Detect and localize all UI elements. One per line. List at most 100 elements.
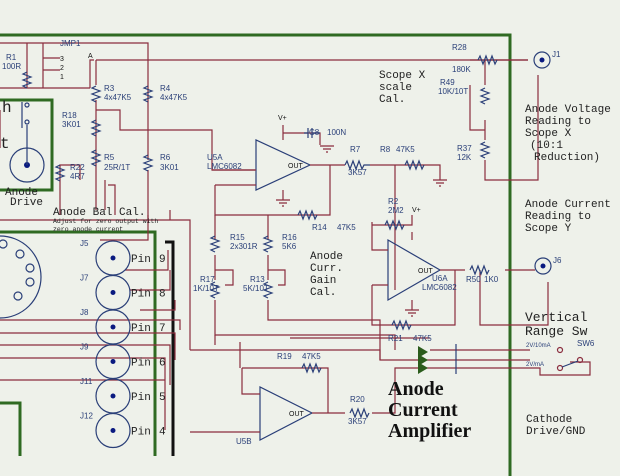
board-outline-top	[0, 33, 512, 476]
label-r16-ref: R16	[282, 233, 297, 242]
label-r4-ref: R4	[160, 84, 171, 93]
note-gain-cal: Cal.	[310, 287, 336, 299]
resistor-r6	[142, 154, 154, 172]
note-scope-x: scale	[379, 82, 412, 94]
label-r17-ref: R17	[200, 275, 215, 284]
label-r19-value: 47K5	[302, 352, 321, 361]
connector-dot-icon	[110, 324, 116, 330]
label-r3-value: 4x47K5	[104, 93, 132, 102]
note-cathode: Drive/GND	[526, 426, 586, 438]
resistor-r22	[54, 164, 66, 182]
label-jmp1: JMP1	[60, 39, 81, 48]
diagram-title-line1: Anode	[388, 378, 444, 400]
label-j6: J6	[553, 256, 562, 265]
bnc-anode-drive-icon	[9, 102, 45, 183]
label-r18-ref: R18	[62, 111, 77, 120]
connector-label: Pin	[131, 392, 151, 404]
label-r8-value: 47K5	[396, 145, 415, 154]
board-outline-anode-drive	[0, 98, 54, 192]
ground-icon	[433, 179, 447, 187]
resistor-r3	[90, 85, 102, 103]
note-bal-cal-sub: zero anode current	[53, 226, 123, 233]
connector-pin-number: 5	[159, 392, 166, 404]
connector-label: Pin	[131, 323, 151, 335]
resistor-r28	[477, 54, 498, 66]
label-u6a-part: LMC6082	[422, 283, 457, 292]
connector-dot-icon	[110, 255, 116, 261]
connector-pin-number: 6	[159, 358, 166, 370]
note-bal-cal-sub: Adjust for zero output with	[53, 218, 158, 225]
connector-dot-icon	[110, 359, 116, 364]
resistor-r1	[21, 71, 33, 89]
label-r5-ref: R5	[104, 153, 115, 162]
label-vplus-u5a: V+	[278, 115, 287, 122]
note-gain-cal: Curr.	[310, 263, 343, 275]
resistor-r5	[90, 149, 102, 167]
connector-ref: J12	[80, 412, 93, 421]
diagram-title-line3: Amplifier	[388, 420, 471, 442]
label-r22-ref: R22	[70, 163, 85, 172]
jmp1-pin-1: 1	[60, 74, 64, 81]
label-r17-value: 1K/10T	[193, 284, 219, 293]
label-r50-ref: R50	[466, 275, 481, 284]
label-sw6: SW6	[577, 339, 595, 348]
label-r1-value: 100R	[2, 62, 21, 71]
resistor-r20	[349, 407, 370, 419]
connector-label: Pin	[131, 254, 151, 266]
ground-icon	[405, 309, 419, 317]
label-r15-value: 2x301R	[230, 242, 258, 251]
section-divider	[165, 240, 175, 456]
note-partial: t	[0, 135, 10, 153]
label-r2-value: 2M2	[388, 206, 404, 215]
label-u5a-part: LMC6082	[207, 162, 242, 171]
resistor-r19	[301, 362, 322, 374]
connector-pin-number: 9	[159, 254, 166, 266]
label-r6-ref: R6	[160, 153, 171, 162]
label-c8-value: 100N	[327, 128, 346, 137]
connector-pin-number: 7	[159, 323, 166, 335]
label-r14-value: 47K5	[337, 223, 356, 232]
label-sw6-pos2: 2V/mA	[526, 362, 544, 368]
connector-ring-icon	[95, 412, 131, 449]
label-r49-ref: R49	[440, 78, 455, 87]
jmp1-pin-3: 3	[60, 56, 64, 63]
label-r18-value: 3K01	[62, 120, 81, 129]
resistor-r13	[262, 281, 274, 299]
note-anode-voltage: Reduction)	[534, 152, 600, 164]
note-anode-voltage: Reading to	[525, 116, 591, 128]
board-outline-connectors	[0, 230, 157, 456]
opamp-u5a	[255, 139, 312, 191]
label-u5a-ref: U5A	[207, 153, 223, 162]
label-r28-ref: R28	[452, 43, 467, 52]
label-u5a-out: OUT	[288, 163, 304, 170]
connector-ref: J9	[80, 343, 89, 352]
label-u5b-out: OUT	[289, 411, 305, 418]
opamp-u5b	[259, 386, 314, 441]
diagram-title-line2: Current	[388, 399, 458, 421]
connector-pin-number: 8	[159, 289, 166, 301]
label-r6-value: 3K01	[160, 163, 179, 172]
label-r14-ref: R14	[312, 223, 327, 232]
label-r28-value: 180K	[452, 65, 471, 74]
connector-pin-number: 4	[159, 427, 166, 439]
connector-ref: J11	[80, 377, 93, 386]
label-r13-value: 5K/10T	[243, 284, 269, 293]
connector-label: Pin	[131, 358, 151, 370]
label-r13-ref: R13	[250, 275, 265, 284]
connector-label: Pin	[131, 427, 151, 439]
resistor-r37	[479, 141, 491, 159]
note-anode-voltage: Scope X	[525, 128, 572, 140]
connector-dot-icon	[110, 428, 116, 433]
label-r5-value: 25R/1T	[104, 163, 130, 172]
label-r20-value: 3K57	[348, 417, 367, 426]
label-u5b-ref: U5B	[236, 437, 252, 446]
label-r1-ref: R1	[6, 53, 17, 62]
node-a-label: A	[88, 53, 93, 60]
resistor-r14	[297, 209, 318, 221]
label-sw6-pos1: 2V/10mA	[526, 343, 551, 349]
resistor-r15	[209, 235, 221, 253]
